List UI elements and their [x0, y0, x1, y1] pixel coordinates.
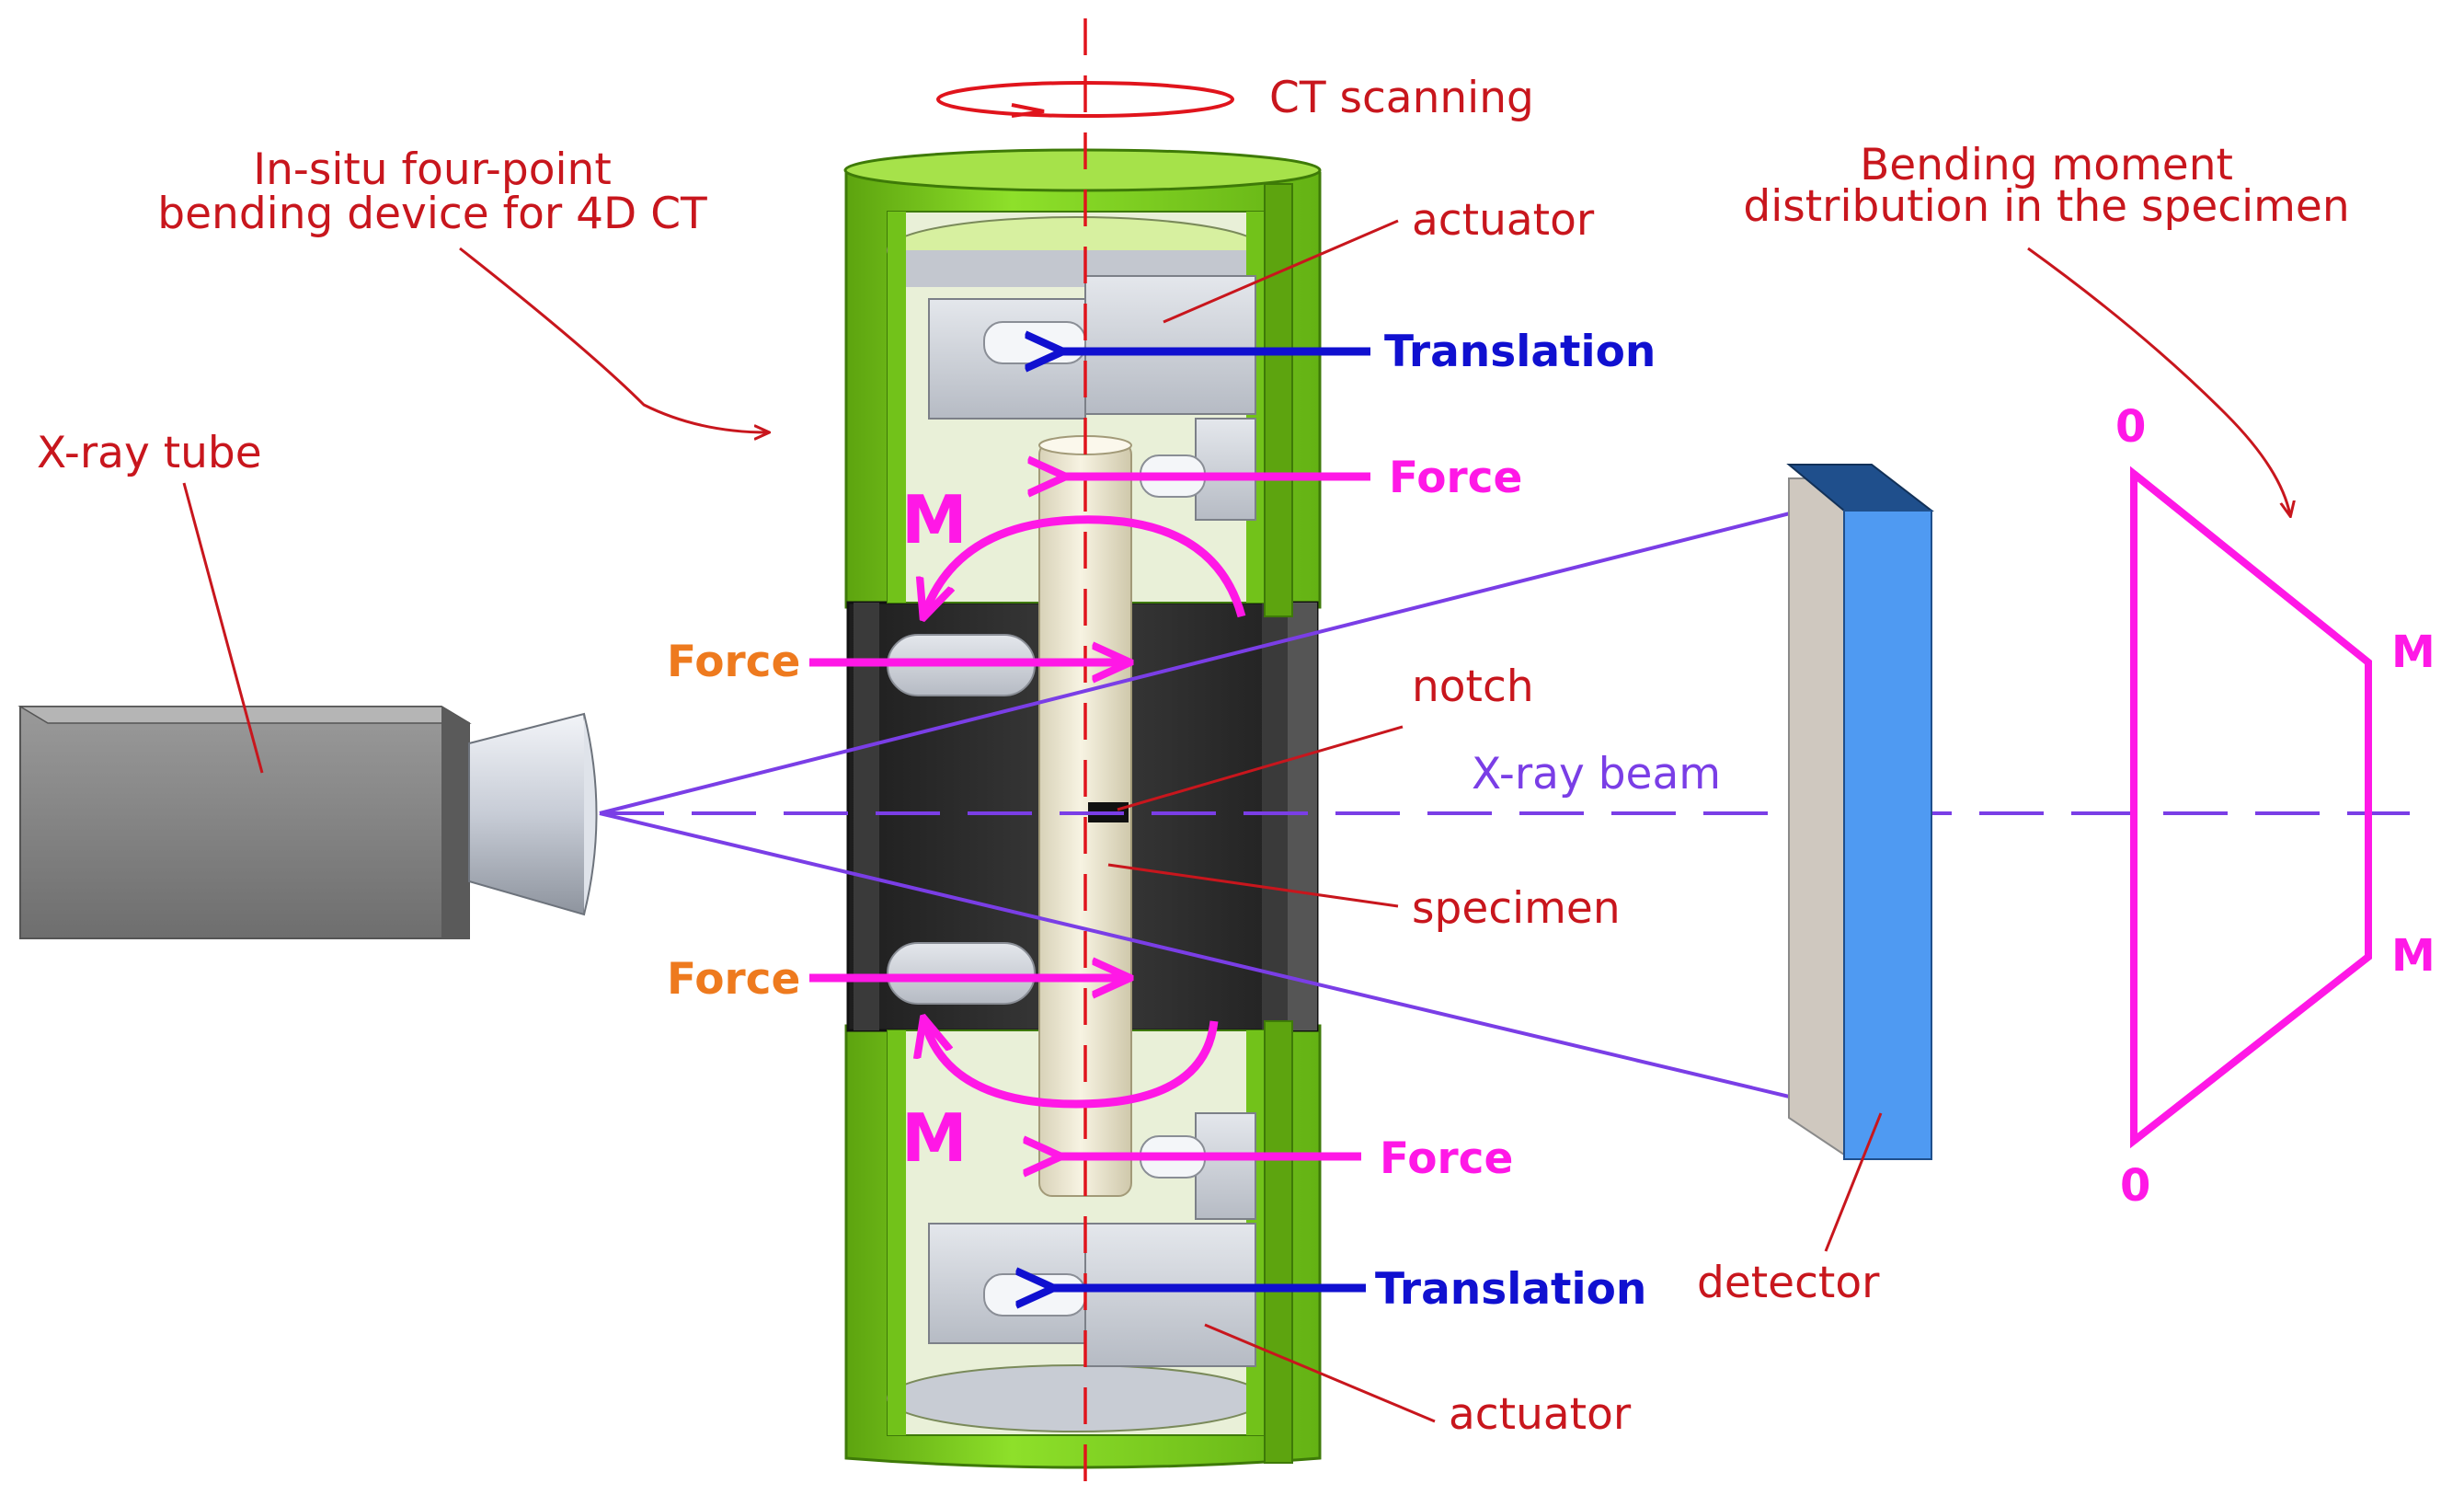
bending-title-line2: distribution in the specimen: [1743, 181, 2349, 232]
translation-bottom-label: Translation: [1375, 1264, 1646, 1315]
distribution-m-lower: M: [2391, 930, 2435, 982]
xray-tube-leader: [182, 482, 264, 774]
detector-panel: [1786, 464, 1934, 1160]
translation-top-label: Translation: [1384, 327, 1656, 377]
bending-moment-distribution-curve: [2131, 470, 2372, 1144]
notch-leader: [1117, 725, 1404, 811]
xray-beam-label: X-ray beam: [1472, 749, 1721, 799]
actuator-bottom-leader: [1204, 1323, 1436, 1423]
device-title-line2: bending device for 4D CT: [157, 189, 707, 239]
device-title-line1: In-situ four-point: [253, 144, 612, 195]
bending-title-line1: Bending moment: [1860, 140, 2233, 190]
moment-arrow-bottom: [924, 1021, 1219, 1109]
xray-beam: [599, 509, 2410, 1101]
force-upper-right-label: Force: [1389, 453, 1522, 503]
notch-label: notch: [1412, 661, 1534, 712]
device-leader-arrow: [459, 247, 768, 432]
xray-tube-cone: [468, 712, 598, 916]
distribution-zero-bottom: 0: [2120, 1160, 2150, 1212]
detector-label: detector: [1697, 1258, 1880, 1308]
lower-loading-pin: [887, 942, 1036, 1005]
bottom-actuator-block: [928, 1112, 1256, 1367]
moment-top-label: M: [901, 481, 968, 558]
force-lower-right-label: Force: [1380, 1133, 1513, 1184]
xray-tube: [17, 706, 472, 939]
specimen-label: specimen: [1412, 883, 1621, 934]
bending-leader-arrow: [2027, 247, 2290, 515]
xray-tube-label: X-ray tube: [37, 428, 262, 478]
specimen-leader: [1107, 863, 1399, 908]
actuator-top-leader: [1163, 219, 1399, 324]
detector-leader: [1824, 1112, 1883, 1252]
actuator-bottom-label: actuator: [1449, 1389, 1632, 1440]
ct-scanning-label: CT scanning: [1269, 73, 1534, 123]
actuator-top-label: actuator: [1412, 195, 1595, 246]
distribution-m-upper: M: [2391, 627, 2435, 678]
moment-arrow-top: [924, 515, 1246, 616]
force-left-upper-label: Force: [667, 637, 800, 687]
distribution-zero-top: 0: [2115, 401, 2146, 453]
ct-scanning-rotation-arrow: [936, 81, 1234, 118]
moment-bottom-label: M: [901, 1099, 968, 1177]
force-left-lower-label: Force: [667, 954, 800, 1005]
